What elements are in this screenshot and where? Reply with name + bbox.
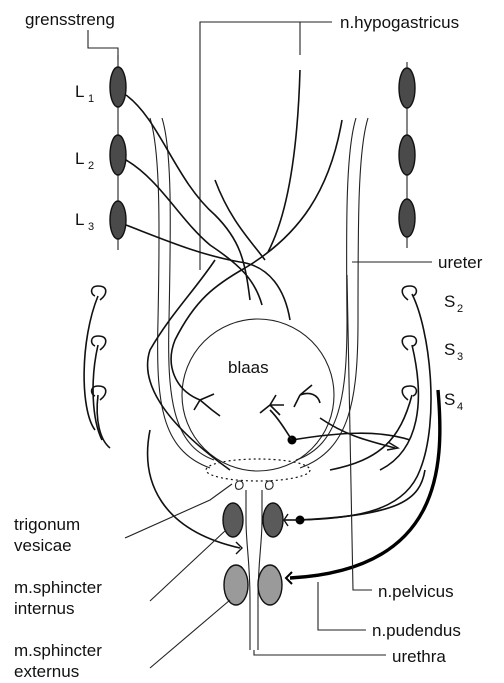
- label-s-prefix-2: S: [444, 292, 455, 311]
- left-ureter-orifice: [235, 481, 243, 489]
- label-trigonum-line1: trigonum: [14, 515, 80, 534]
- label-sphincter-internus-line1: m.sphincter: [14, 578, 102, 597]
- sphincter-internus-left: [223, 503, 243, 537]
- label-l-prefix-1: L: [75, 82, 84, 101]
- sphincter-internus-right: [263, 503, 283, 537]
- label-n-hypogastricus: n.hypogastricus: [340, 13, 459, 32]
- label-l-prefix-2: L: [75, 149, 84, 168]
- ganglion-right-upper: [399, 68, 415, 108]
- ganglion-right-lower: [399, 199, 415, 237]
- label-s2-sub: 2: [457, 303, 463, 315]
- bladder: [182, 319, 334, 471]
- pelvicus-leader: [347, 275, 372, 590]
- hypogastricus-leader: [200, 22, 332, 270]
- label-l1-sub: 1: [88, 93, 94, 105]
- label-trigonum-line2: vesicae: [14, 536, 72, 555]
- urethra-leader: [254, 650, 386, 655]
- label-ureter: ureter: [438, 253, 483, 272]
- sphincter-externus-left: [224, 565, 248, 605]
- right-ureter-orifice: [265, 481, 273, 489]
- label-l3-sub: 3: [88, 221, 94, 233]
- label-blaas: blaas: [228, 358, 269, 377]
- label-n-pelvicus: n.pelvicus: [378, 582, 454, 601]
- ganglion-l3: [110, 201, 126, 239]
- urethra: [246, 490, 262, 650]
- label-l-prefix-3: L: [75, 210, 84, 229]
- sphincter-internus-leader: [150, 530, 226, 601]
- pelvic-postganglionic-bladder: [270, 410, 292, 440]
- label-s-prefix-4: S: [444, 390, 455, 409]
- ganglion-l2: [110, 135, 126, 175]
- right-ureter: [296, 118, 368, 468]
- pudendus-leader: [318, 582, 366, 630]
- label-grensstreng: grensstreng: [25, 10, 115, 29]
- ganglion-l1: [110, 67, 126, 107]
- ganglion-right-middle: [399, 135, 415, 175]
- label-sphincter-externus-line1: m.sphincter: [14, 641, 102, 660]
- sacral-roots-left: [84, 286, 110, 448]
- label-n-pudendus-visible: n.pudendus: [372, 621, 461, 640]
- left-ureter: [150, 118, 214, 468]
- label-s3-sub: 3: [457, 351, 463, 363]
- sphincter-externus-leader: [150, 600, 230, 668]
- label-l2-sub: 2: [88, 160, 94, 172]
- trigonum-leader: [125, 484, 232, 538]
- label-s-prefix-3: S: [444, 340, 455, 359]
- right-sympathetic-chain: [399, 62, 415, 248]
- label-sphincter-internus-line2: internus: [14, 599, 74, 618]
- grensstreng-leader: [88, 30, 118, 60]
- left-sympathetic-chain: [110, 55, 126, 250]
- label-urethra: urethra: [392, 647, 446, 666]
- pudendal-nerve: [290, 390, 440, 578]
- sphincter-externus-right: [258, 565, 282, 605]
- label-sphincter-externus-line2: externus: [14, 662, 79, 681]
- label-s4-sub: 4: [457, 401, 463, 413]
- bladder-terminals: [194, 385, 320, 416]
